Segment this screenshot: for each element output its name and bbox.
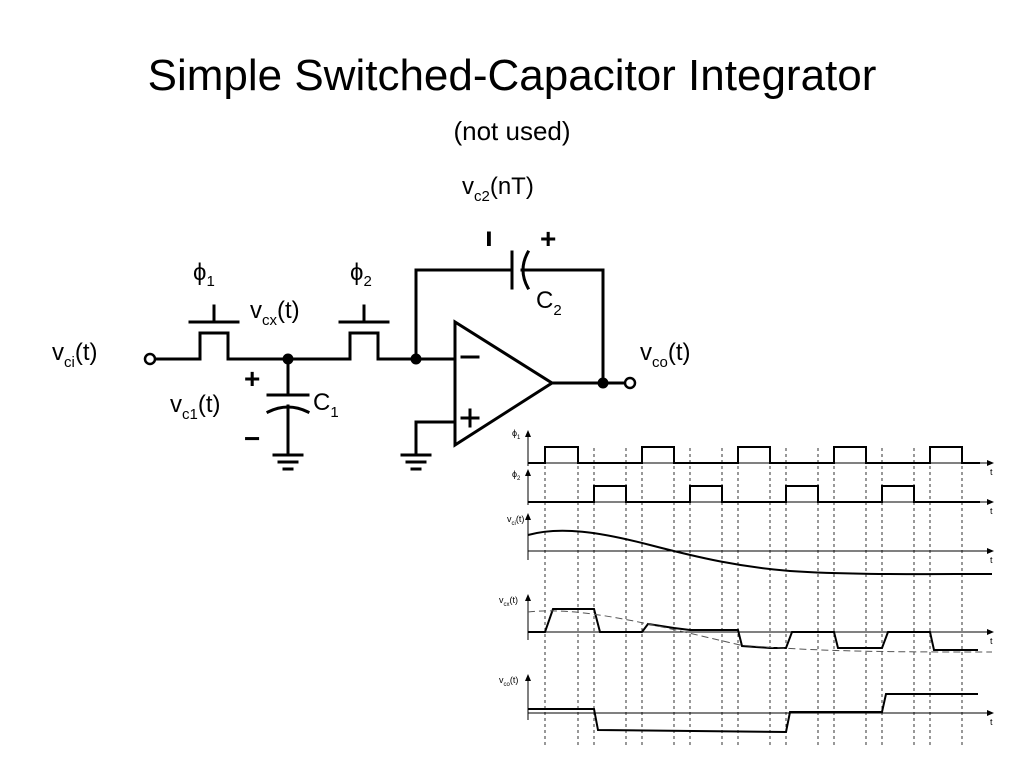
label-vci: vci(t) — [52, 339, 98, 371]
timing-t-label-5: t — [990, 717, 993, 727]
label-phi2: ϕ2 — [350, 259, 372, 290]
label-c2-plus: + — [540, 223, 556, 254]
label-phi1: ϕ1 — [193, 259, 215, 290]
timing-label-vci: vci(t) — [507, 514, 524, 527]
timing-t-label-4: t — [990, 636, 993, 646]
timing-t-label-2: t — [990, 506, 993, 516]
waveform-vci — [527, 529, 993, 576]
waveform-vcx-envelope — [527, 610, 993, 653]
label-vcx: vcx(t) — [250, 297, 300, 329]
label-vc2: vc2(nT) — [462, 173, 534, 205]
timing-t-label-3: t — [990, 555, 993, 565]
input-terminal — [143, 352, 157, 366]
timing-label-vcx: vcx(t) — [499, 595, 518, 608]
opamp — [453, 319, 555, 448]
waveform-phi1 — [528, 446, 980, 464]
node-out-dot — [597, 377, 609, 389]
label-vc1: vc1(t) — [170, 391, 221, 423]
waveform-vcx — [528, 608, 978, 651]
timing-t-label-1: t — [990, 467, 993, 477]
output-terminal — [623, 376, 637, 390]
switch-phi2 — [338, 331, 392, 361]
label-c1: C1 — [313, 389, 339, 421]
slide-subtitle: (not used) — [453, 116, 571, 146]
label-vco: vco(t) — [640, 339, 691, 371]
label-c1-minus: − — [244, 423, 260, 454]
switch-phi1 — [188, 331, 242, 361]
waveform-phi2 — [528, 485, 980, 503]
node-cx-dot — [282, 353, 294, 365]
timing-label-vco: vco(t) — [499, 675, 518, 688]
timing-label-phi2: ϕ2 — [512, 469, 521, 482]
label-c2-minus: ı — [485, 221, 493, 252]
waveform-vco — [528, 693, 978, 734]
label-c1-plus: + — [244, 363, 260, 394]
timing-diagram: ϕ1 ϕ2 vci(t) vcx(t) vco(t) t t t t t — [499, 428, 994, 745]
timing-label-phi1: ϕ1 — [512, 428, 521, 441]
label-c2: C2 — [536, 287, 562, 319]
slide-title: Simple Switched-Capacitor Integrator — [147, 51, 877, 100]
node-inv-dot — [410, 353, 422, 365]
